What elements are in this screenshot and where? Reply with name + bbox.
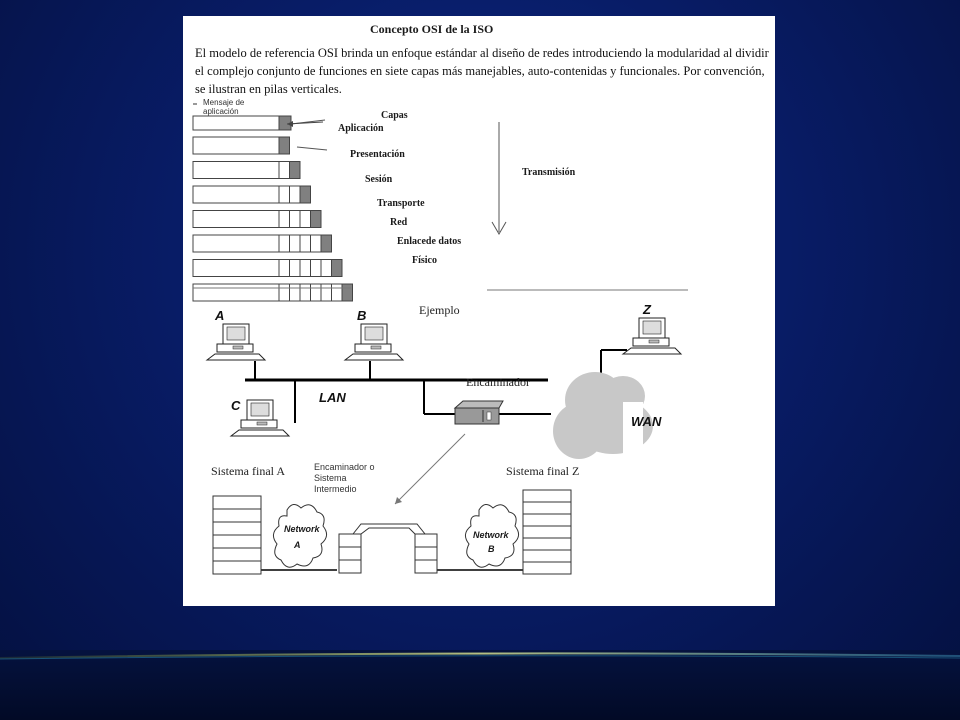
stack-data-block	[192, 283, 280, 302]
stack-cell	[310, 283, 322, 302]
end-system-a-stack	[212, 495, 262, 575]
computer-icon	[229, 399, 291, 437]
layers-heading: Capas	[381, 110, 408, 121]
stack-data-block	[192, 136, 280, 155]
layer-label-transport: Transporte	[377, 198, 425, 209]
stack-cell	[278, 210, 290, 228]
network-a-letter: A	[294, 540, 301, 550]
layer-label-data-link: Enlacede datos	[397, 236, 462, 247]
message-label: Mensaje de aplicación	[203, 98, 245, 116]
stack-cell	[278, 283, 290, 302]
stack-header-1	[278, 136, 290, 155]
stack-data-block	[192, 210, 280, 228]
intermediate-system	[338, 523, 438, 574]
stack-cell	[299, 234, 311, 253]
host-z-label: Z	[643, 302, 651, 317]
stack-cell	[320, 283, 332, 302]
layer-label-session: Sesión	[365, 174, 393, 185]
end-system-z-label: Sistema final Z	[506, 464, 580, 478]
end-system-z-stack	[522, 489, 572, 575]
layer-label-presentation: Presentación	[350, 149, 405, 160]
host-a-label: A	[215, 308, 225, 323]
host-c: C	[227, 394, 297, 454]
computer-icon	[343, 323, 405, 361]
stack-cell	[278, 259, 290, 277]
stack-cell	[289, 210, 301, 228]
stack-cell	[299, 259, 311, 277]
stack-cell	[299, 283, 311, 302]
stack-header-5	[320, 234, 332, 253]
network-b-label: Network	[473, 530, 509, 540]
layer-label-physical: Físico	[412, 255, 437, 266]
stack-header-6	[331, 259, 343, 277]
computer-icon	[621, 317, 683, 355]
router-device	[453, 400, 504, 425]
stack-cell	[289, 234, 301, 253]
stack-cell	[278, 234, 290, 253]
stack-cell	[278, 161, 290, 179]
stack-cell	[299, 210, 311, 228]
stack-cell	[278, 185, 290, 204]
intermediate-system-label: Encaminador o Sistema Intermedio	[314, 462, 375, 494]
intro-paragraph: El modelo de referencia OSI brinda un en…	[195, 46, 769, 96]
wan-cloud	[553, 372, 653, 459]
wan-label: WAN	[631, 414, 662, 429]
stack-header-3	[299, 185, 311, 204]
stack-header-2	[289, 161, 301, 179]
background-floor	[0, 650, 960, 720]
host-b-label: B	[357, 308, 367, 323]
host-b: B	[341, 308, 411, 368]
stack-data-block	[192, 234, 280, 253]
stack-header-4	[310, 210, 322, 228]
stack-cell	[289, 283, 301, 302]
network-a-label: Network	[284, 524, 320, 534]
stack-cell	[289, 185, 301, 204]
network-a-cloud	[273, 504, 327, 568]
host-c-label: C	[231, 398, 241, 413]
computer-icon	[205, 323, 267, 361]
router-label: Encaminador	[466, 375, 530, 389]
stack-data-block	[192, 259, 280, 277]
content-sheet: Concepto OSI de la ISO El modelo de refe…	[183, 16, 775, 606]
end-system-a-label: Sistema final A	[211, 464, 285, 478]
example-heading: Ejemplo	[419, 303, 460, 317]
encapsulation-stack	[192, 136, 353, 302]
stack-cell	[331, 283, 343, 302]
page-title: Concepto OSI de la ISO	[370, 22, 494, 36]
network-b-letter: B	[488, 544, 495, 554]
stack-cell	[310, 234, 322, 253]
stack-header-7	[341, 283, 353, 302]
host-a: A	[203, 308, 273, 368]
stack-cell	[289, 259, 301, 277]
lan-label: LAN	[319, 390, 346, 405]
osi-encapsulation-diagram	[192, 103, 688, 575]
host-z: Z	[619, 302, 689, 362]
stack-data-block	[192, 161, 280, 179]
transmission-label: Transmisión	[522, 167, 576, 178]
stack-cell	[320, 259, 332, 277]
horizon-line	[0, 652, 960, 660]
layer-label-network: Red	[390, 217, 408, 228]
layer-label-application: Aplicación	[338, 123, 384, 134]
stack-cell	[310, 259, 322, 277]
network-b-cloud	[465, 504, 519, 568]
stack-data-block	[192, 185, 280, 204]
